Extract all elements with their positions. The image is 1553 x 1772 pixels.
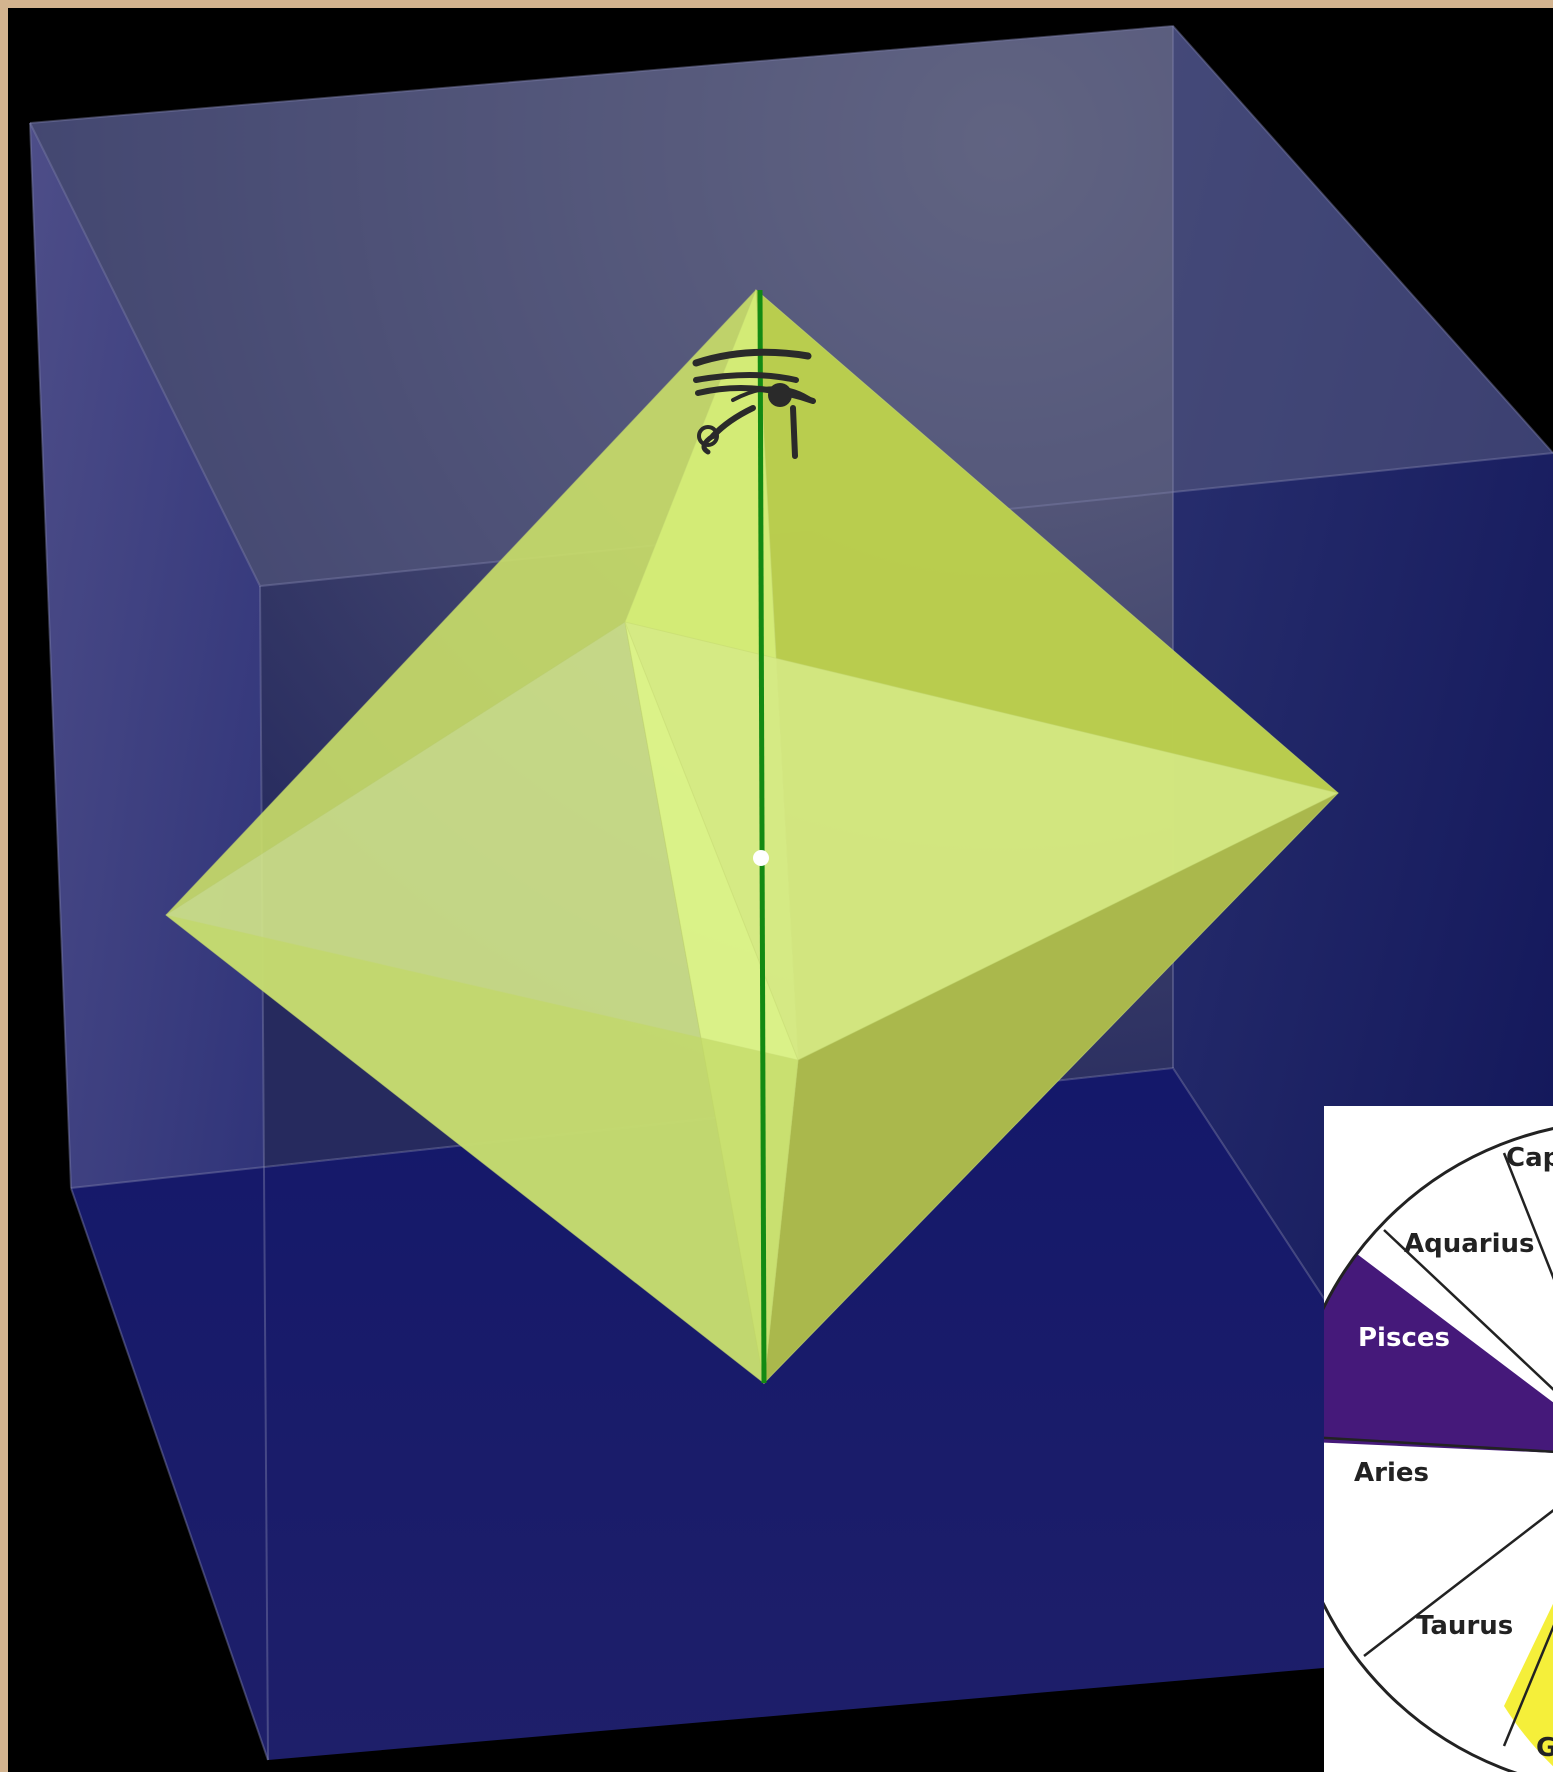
zodiac-label-taurus: Taurus <box>1416 1611 1513 1641</box>
zodiac-wheel-inset: Cap Aquarius Pisces Aries Taurus G <box>1324 1106 1553 1772</box>
zodiac-segment-pisces <box>1324 1254 1553 1456</box>
canvas-frame: Cap Aquarius Pisces Aries Taurus G <box>8 8 1553 1772</box>
zodiac-label-aquarius: Aquarius <box>1404 1229 1535 1259</box>
center-point <box>753 850 769 866</box>
zodiac-label-pisces: Pisces <box>1358 1323 1450 1353</box>
zodiac-label-aries: Aries <box>1354 1458 1429 1488</box>
zodiac-label-gemini: G <box>1536 1733 1553 1763</box>
octahedron-in-cube-diagram <box>8 8 1553 1772</box>
zodiac-label-cap: Cap <box>1506 1143 1553 1173</box>
